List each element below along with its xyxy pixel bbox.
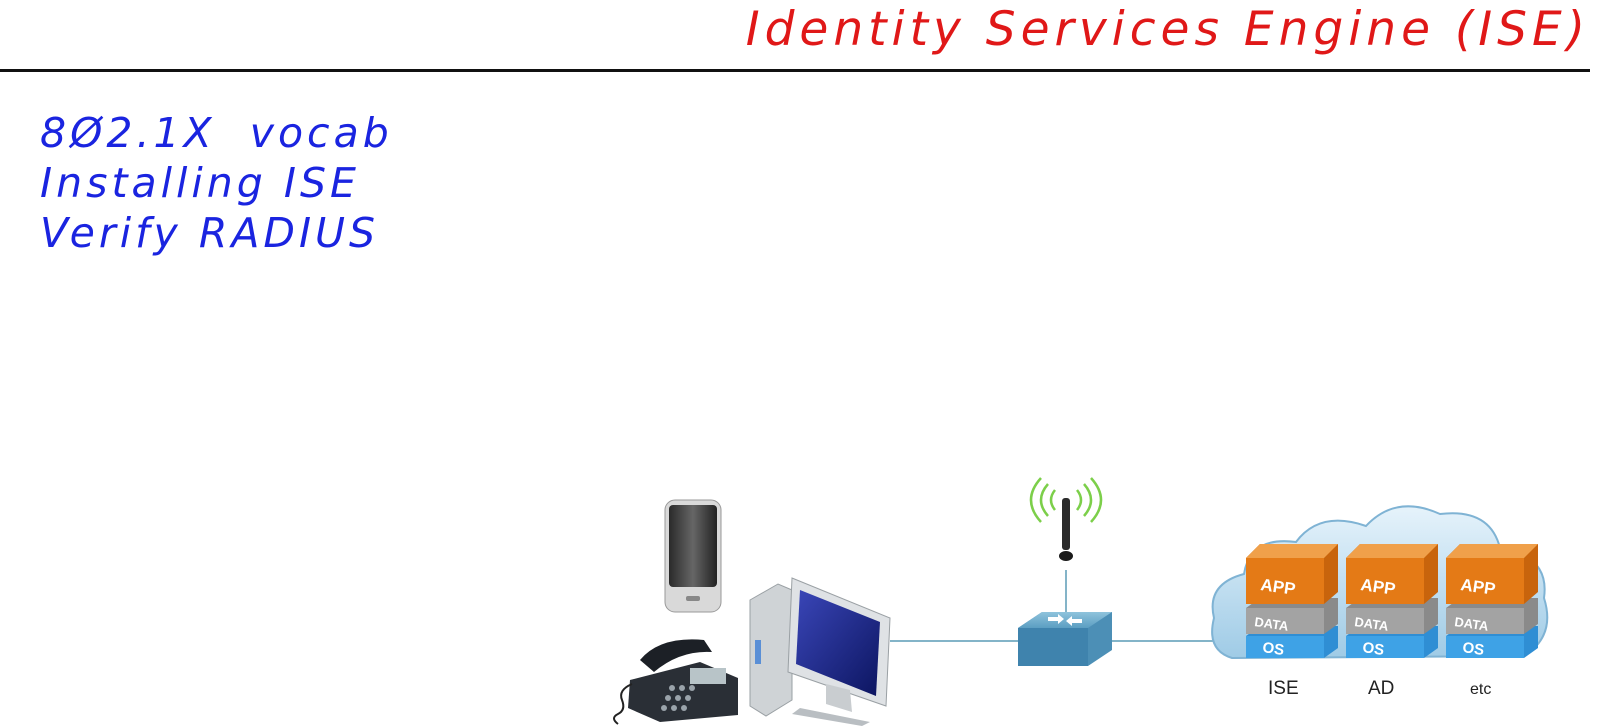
page-title: Identity Services Engine (ISE) (745, 2, 1590, 57)
desktop-computer-icon (749, 577, 891, 726)
vm-layer-app-label: APP (1359, 575, 1396, 599)
vm-layer-data-label: DATA (1254, 614, 1291, 634)
vm-layer-os-label: OS (1461, 639, 1485, 659)
vm-layer-app-label: APP (1459, 575, 1496, 599)
vm-stack-ad: APP DATA OS (1346, 544, 1438, 659)
server-label-ise: ISE (1268, 678, 1299, 699)
topic-item-8021x: 8Ø2.1X vocab (40, 109, 393, 157)
vm-layer-data-label: DATA (1454, 614, 1491, 634)
vm-layer-app-label: APP (1259, 575, 1296, 599)
vm-layer-data-label: DATA (1354, 614, 1391, 634)
title-underline (0, 69, 1590, 72)
vm-stack-etc: APP DATA OS (1446, 544, 1538, 659)
network-switch-icon (1018, 612, 1112, 666)
server-label-etc: etc (1470, 681, 1491, 698)
smartphone-icon (664, 499, 722, 613)
topic-item-installing-ise: Installing ISE (40, 159, 360, 207)
vm-stack-ise: APP DATA OS (1246, 544, 1338, 659)
topic-list: 8Ø2.1X vocab Installing ISE Verify RADIU… (40, 108, 393, 258)
server-label-ad: AD (1368, 678, 1394, 699)
vm-layer-os-label: OS (1261, 639, 1285, 659)
topic-item-verify-radius: Verify RADIUS (40, 209, 380, 257)
wireless-antenna-icon (1029, 477, 1103, 561)
desk-phone-icon (613, 639, 738, 725)
vm-layer-os-label: OS (1361, 639, 1385, 659)
